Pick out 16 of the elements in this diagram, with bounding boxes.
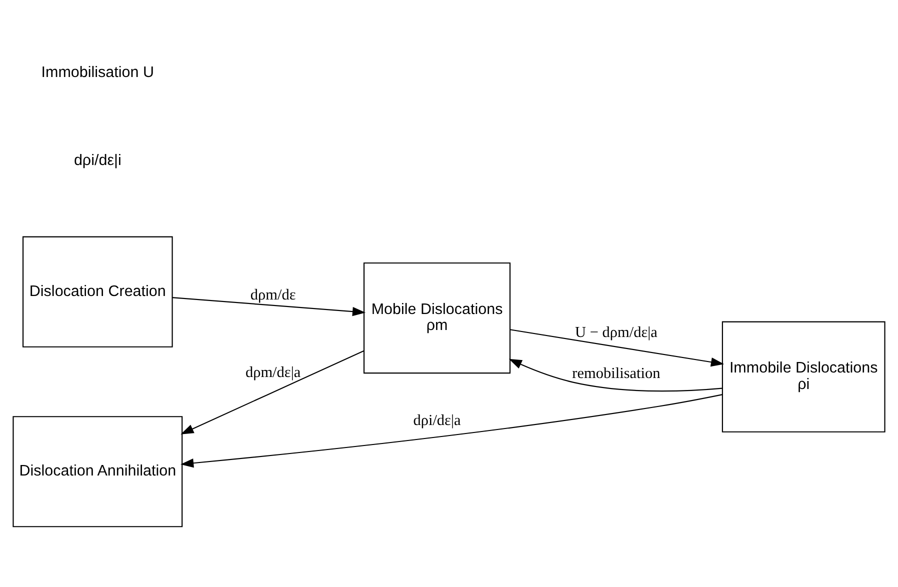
arrow [172,297,366,316]
arrow [510,329,724,367]
node-box: Dislocation Annihilation [12,416,183,528]
label: Immobilisation U [41,64,154,81]
edge-label: dρm/dε [250,286,296,304]
node-box: Mobile Dislocations ρm [363,262,511,374]
edge-label: dρm/dε|a [245,364,301,382]
edge-label: remobilisation [572,365,660,382]
edge-label: U − dρm/dε|a [575,324,658,341]
arrow [508,358,722,392]
node-box: Immobile Dislocations ρi [722,321,886,432]
edge-label: dρi/dε|a [413,412,461,429]
arrow [180,394,723,468]
node-box: Dislocation Creation [22,236,173,348]
label: dρi/dε|i [74,152,122,170]
arrow [180,350,364,434]
